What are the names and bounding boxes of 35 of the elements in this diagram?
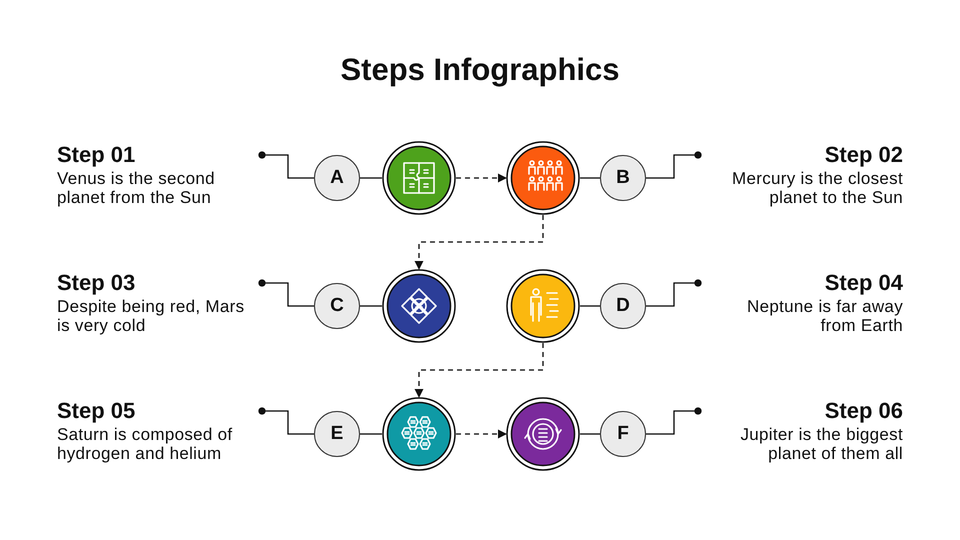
letter-circle: C: [314, 283, 360, 329]
dashed-arrow: [414, 343, 544, 398]
step-title: Step 01: [57, 142, 136, 168]
step-title: Step 05: [57, 398, 136, 424]
step-description: Venus is the second planet from the Sun: [57, 169, 216, 207]
dashed-arrow: [414, 215, 544, 270]
connector-line: [258, 151, 314, 179]
connector-line: [360, 433, 382, 435]
connector-line: [360, 305, 382, 307]
letter-circle: A: [314, 155, 360, 201]
connector-line: [258, 407, 314, 435]
connector-line: [258, 279, 314, 307]
connector-line: [360, 177, 382, 179]
connector-line: [646, 151, 702, 179]
letter-circle: B: [600, 155, 646, 201]
connector-line: [580, 433, 600, 435]
step-title: Step 03: [57, 270, 136, 296]
letter-circle: D: [600, 283, 646, 329]
dashed-arrow: [456, 173, 507, 183]
letter-circle: F: [600, 411, 646, 457]
step-description: Jupiter is the biggest planet of them all: [739, 425, 903, 463]
step-title: Step 02: [824, 142, 903, 168]
step-title: Step 04: [824, 270, 903, 296]
letter-circle: E: [314, 411, 360, 457]
connector-line: [646, 279, 702, 307]
step-description: Mercury is the closest planet to the Sun: [731, 169, 903, 207]
connector-line: [646, 407, 702, 435]
diagram-title: Steps Infographics: [340, 52, 620, 88]
step-description: Neptune is far away from Earth: [746, 297, 903, 335]
connector-line: [580, 305, 600, 307]
step-description: Despite being red, Mars is very cold: [57, 297, 246, 335]
step-description: Saturn is composed of hydrogen and helium: [57, 425, 234, 463]
connector-line: [580, 177, 600, 179]
step-title: Step 06: [824, 398, 903, 424]
dashed-arrow: [456, 429, 507, 439]
